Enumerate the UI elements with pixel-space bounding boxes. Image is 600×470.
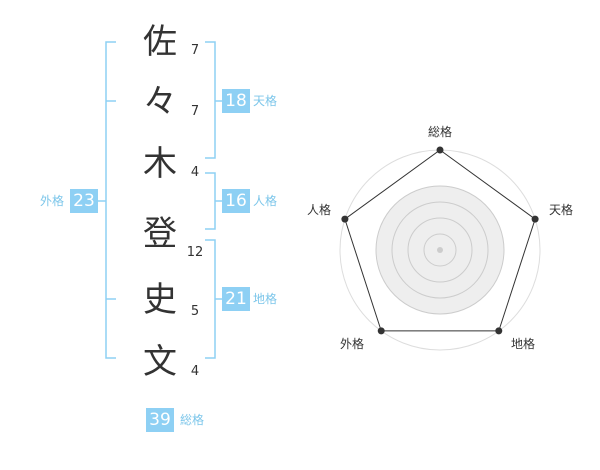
gaikaku-badge: 23 xyxy=(70,189,98,213)
radar-center-dot xyxy=(437,247,443,253)
stroke-count: 4 xyxy=(190,165,200,180)
name-char: 佐 xyxy=(143,22,177,62)
tenkaku-bracket xyxy=(205,41,216,159)
stroke-count: 7 xyxy=(190,43,200,58)
radar-series-outline xyxy=(344,149,536,332)
radar-axis-label: 人格 xyxy=(307,203,332,217)
gaikaku-label: 外格 xyxy=(40,194,65,208)
radar-axis-label: 外格 xyxy=(340,337,365,351)
name-char: 史 xyxy=(143,280,177,320)
stroke-count: 5 xyxy=(190,304,200,319)
tenkaku-label: 天格 xyxy=(253,94,278,108)
radar-grid-ring xyxy=(423,233,457,267)
jinkaku-label: 人格 xyxy=(253,194,278,208)
radar-data-point xyxy=(436,146,444,154)
radar-data-point xyxy=(377,327,385,335)
tenkaku-badge: 18 xyxy=(222,89,250,113)
stroke-count: 12 xyxy=(186,245,204,260)
radar-data-point xyxy=(531,215,539,223)
name-char: 々 xyxy=(143,82,177,122)
radar-grid-ring xyxy=(407,217,473,283)
soukaku-label: 総格 xyxy=(180,413,205,427)
soukaku-badge: 39 xyxy=(146,408,174,432)
radar-axis-label: 地格 xyxy=(511,337,536,351)
chikaku-label: 地格 xyxy=(253,292,278,306)
radar-data-point xyxy=(341,215,349,223)
jinkaku-badge: 16 xyxy=(222,189,250,213)
stroke-count: 4 xyxy=(190,364,200,379)
gaikaku-bracket xyxy=(105,41,116,359)
radar-axis-label: 総格 xyxy=(428,125,453,139)
radar-grid-ring xyxy=(391,201,489,299)
name-char: 登 xyxy=(143,214,177,254)
stroke-count: 7 xyxy=(190,104,200,119)
name-char: 木 xyxy=(143,144,177,184)
name-char: 文 xyxy=(143,342,177,382)
radar-data-point xyxy=(495,327,503,335)
chikaku-badge: 21 xyxy=(222,287,250,311)
radar-axis-label: 天格 xyxy=(549,203,574,217)
